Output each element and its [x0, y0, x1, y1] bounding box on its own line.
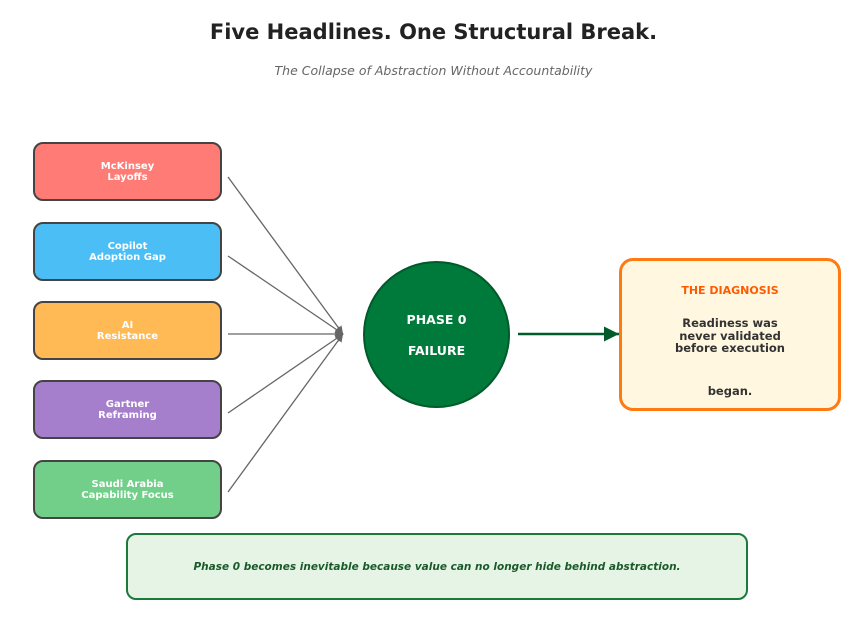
source-box-copilot: Copilot Adoption Gap	[33, 222, 222, 281]
page-title: Five Headlines. One Structural Break.	[209, 20, 658, 44]
connector-line	[227, 333, 344, 414]
diagnosis-tail: began.	[707, 384, 753, 398]
connector-line	[227, 255, 344, 335]
diagnosis-box: THE DIAGNOSIS Readiness was never valida…	[619, 258, 841, 411]
phase-0-failure-node: PHASE 0 FAILURE	[363, 261, 510, 408]
page-subtitle: The Collapse of Abstraction Without Acco…	[274, 63, 593, 78]
footer-text: Phase 0 becomes inevitable because value…	[193, 560, 681, 573]
connector-line	[227, 176, 344, 335]
source-box-mckinsey: McKinsey Layoffs	[33, 142, 222, 201]
center-line-2: FAILURE	[407, 342, 466, 358]
diagnosis-body: Readiness was never validated before exe…	[675, 316, 785, 355]
source-box-ai-resistance: AI Resistance	[33, 301, 222, 360]
source-box-gartner: Gartner Reframing	[33, 380, 222, 439]
footer-callout: Phase 0 becomes inevitable because value…	[126, 533, 748, 600]
source-box-saudi-arabia: Saudi Arabia Capability Focus	[33, 460, 222, 519]
diagnosis-title: THE DIAGNOSIS	[681, 284, 779, 297]
connector-line	[227, 333, 344, 493]
center-line-1: PHASE 0	[406, 311, 467, 327]
